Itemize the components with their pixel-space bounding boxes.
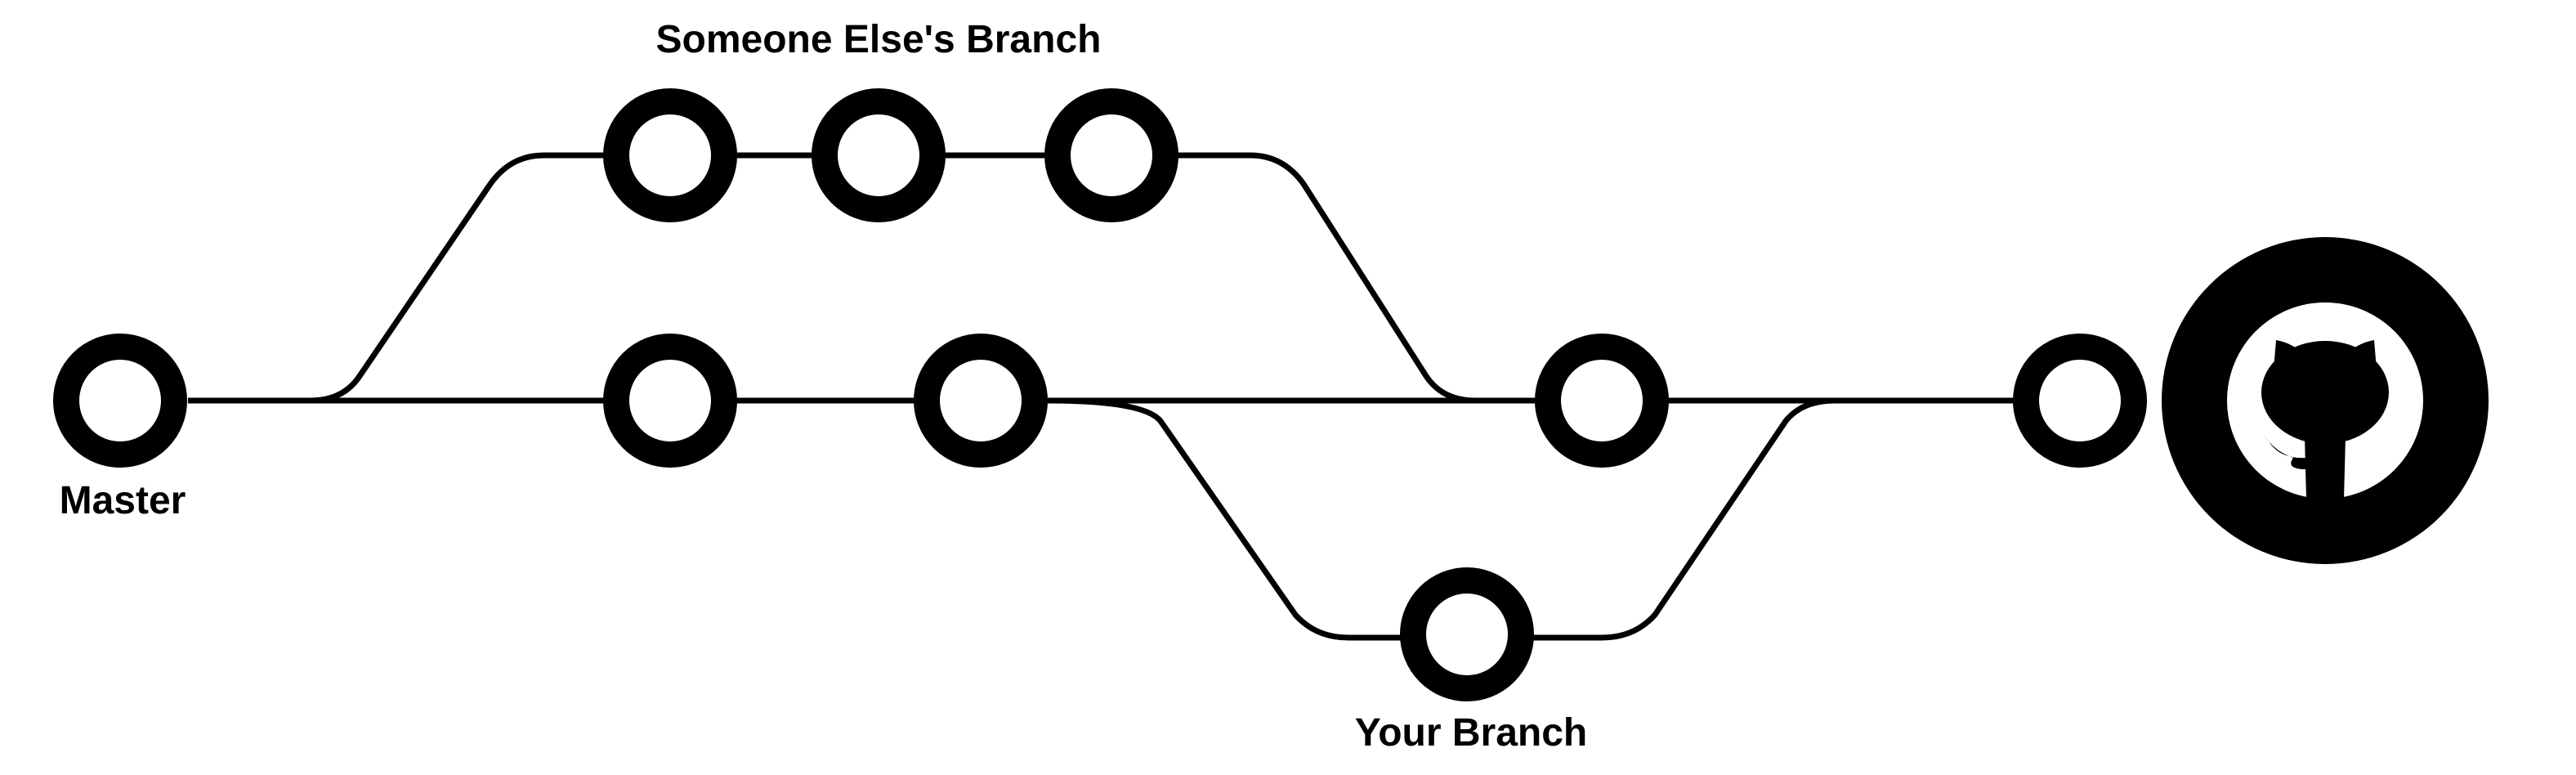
your-branch-label: Your Branch (1355, 711, 1587, 755)
commit-node (1535, 334, 1669, 468)
branch-lines (188, 152, 2019, 641)
commit-node (53, 334, 187, 468)
someone-else-branch-label: Someone Else's Branch (656, 18, 1102, 61)
your-branch-line (1045, 397, 2019, 641)
commit-node (603, 88, 737, 222)
master-label: Master (60, 479, 186, 522)
github-octocat-icon (2162, 237, 2489, 564)
commit-nodes (53, 88, 2147, 701)
commit-node (1400, 567, 1534, 701)
someone-else-branch-line (310, 152, 1536, 404)
commit-node (1044, 88, 1178, 222)
commit-node (914, 334, 1048, 468)
commit-node (603, 334, 737, 468)
commit-node (2013, 334, 2147, 468)
commit-node (812, 88, 946, 222)
